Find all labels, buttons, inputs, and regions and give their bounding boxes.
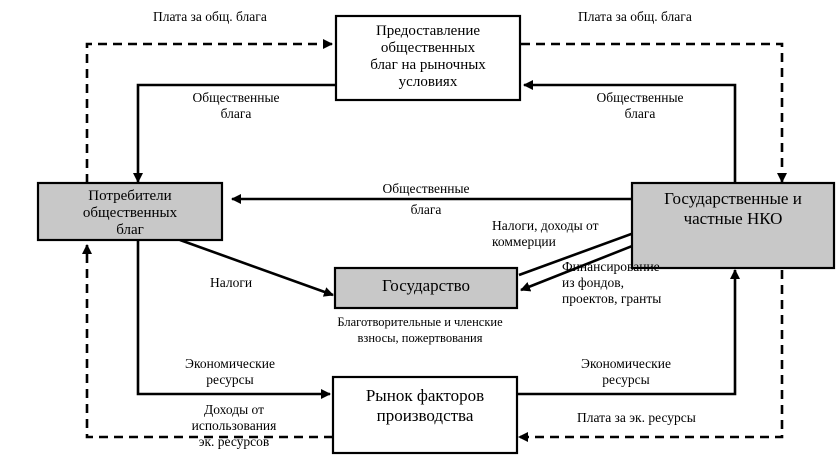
flow-taxes — [179, 238, 334, 297]
label-taxes-income-1: Налоги, доходы от — [492, 218, 599, 233]
flow-public-goods-left — [133, 83, 336, 183]
box-factor-market-line-1: Рынок факторов — [366, 386, 484, 405]
label-taxes-income-2: коммерции — [492, 234, 556, 249]
label-pay-econ: Плата за эк. ресурсы — [577, 410, 696, 425]
dashed-flow-pay-public-left — [85, 39, 333, 228]
dashed-flow-pay-econ — [518, 270, 784, 442]
box-provision: Предоставление общественных благ на рыно… — [334, 14, 522, 102]
label-pay-public-right: Плата за общ. блага — [578, 9, 692, 24]
box-consumers-line-3: благ — [116, 222, 144, 238]
label-econ-res-left-1: Экономические — [185, 356, 275, 371]
dashed-flow-income-res — [82, 244, 333, 439]
label-donations-1: Благотворительные и членские — [337, 315, 503, 329]
label-public-goods-mid-1: Общественные — [382, 181, 469, 196]
box-factor-market: Рынок факторов производства — [331, 375, 519, 455]
label-taxes: Налоги — [210, 275, 252, 290]
box-consumers-line-1: Потребители — [88, 188, 171, 204]
label-econ-res-right-1: Экономические — [581, 356, 671, 371]
label-public-goods-mid-2: блага — [411, 202, 442, 217]
box-provision-line-4: условиях — [399, 74, 458, 90]
box-provision-line-3: благ на рыночных — [370, 57, 486, 73]
label-income-res-1: Доходы от — [204, 402, 264, 417]
label-financing-2: из фондов, — [562, 275, 624, 290]
box-ngo-line-1: Государственные и — [664, 189, 802, 208]
flow-public-goods-right — [523, 80, 737, 182]
box-provision-line-1: Предоставление — [376, 23, 480, 39]
label-econ-res-right-2: ресурсы — [602, 372, 649, 387]
label-income-res-2: использования — [192, 418, 277, 433]
label-financing-3: проектов, гранты — [562, 291, 661, 306]
label-income-res-3: эк. ресурсов — [199, 434, 270, 449]
box-consumers-line-2: общественных — [83, 205, 178, 221]
label-public-goods-right-1: Общественные — [596, 90, 683, 105]
box-factor-market-line-2: производства — [377, 406, 474, 425]
label-public-goods-right-2: блага — [625, 106, 656, 121]
flow-econ-res-left — [136, 240, 331, 399]
box-state: Государство — [333, 266, 519, 310]
dashed-flow-pay-public-right — [521, 42, 787, 183]
label-public-goods-left-2: блага — [221, 106, 252, 121]
label-pay-public-left: Плата за общ. блага — [153, 9, 267, 24]
label-donations-2: взносы, пожертвования — [358, 331, 483, 345]
box-ngo-line-2: частные НКО — [684, 209, 783, 228]
box-consumers: Потребители общественных благ — [36, 181, 224, 242]
flow-econ-res-right — [518, 269, 740, 396]
box-state-line-1: Государство — [382, 276, 470, 295]
box-ngo: Государственные и частные НКО — [630, 181, 836, 270]
box-provision-line-2: общественных — [381, 40, 476, 56]
label-financing-1: Финансирование — [562, 259, 660, 274]
label-public-goods-left-1: Общественные — [192, 90, 279, 105]
label-econ-res-left-2: ресурсы — [206, 372, 253, 387]
